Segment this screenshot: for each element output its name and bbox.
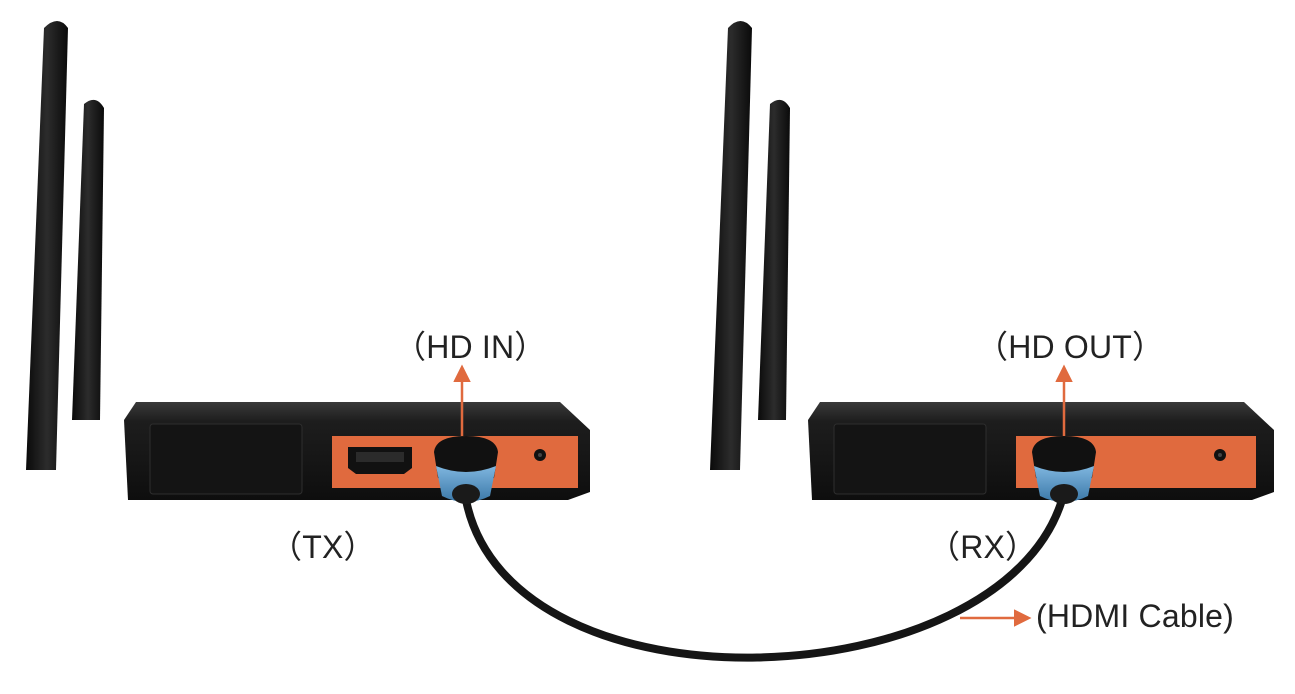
tx-hdmi-connector (434, 436, 498, 504)
rx-device (710, 21, 1274, 500)
power-jack-icon (534, 449, 546, 461)
power-jack-icon (1214, 449, 1226, 461)
antenna-icon (710, 21, 790, 470)
rx-label: （RX） (928, 529, 1038, 565)
hdmi-port-icon (348, 447, 412, 474)
hdmi-cable-label: (HDMI Cable) (1036, 598, 1234, 634)
antenna-icon (26, 21, 104, 470)
tx-label: （TX） (270, 529, 376, 565)
rx-hdmi-connector (1032, 436, 1096, 504)
hd-in-label: （HD IN） (394, 329, 547, 365)
hd-out-label: （HD OUT） (976, 329, 1165, 365)
tx-device (26, 21, 590, 500)
hdmi-cable (462, 496, 1066, 662)
